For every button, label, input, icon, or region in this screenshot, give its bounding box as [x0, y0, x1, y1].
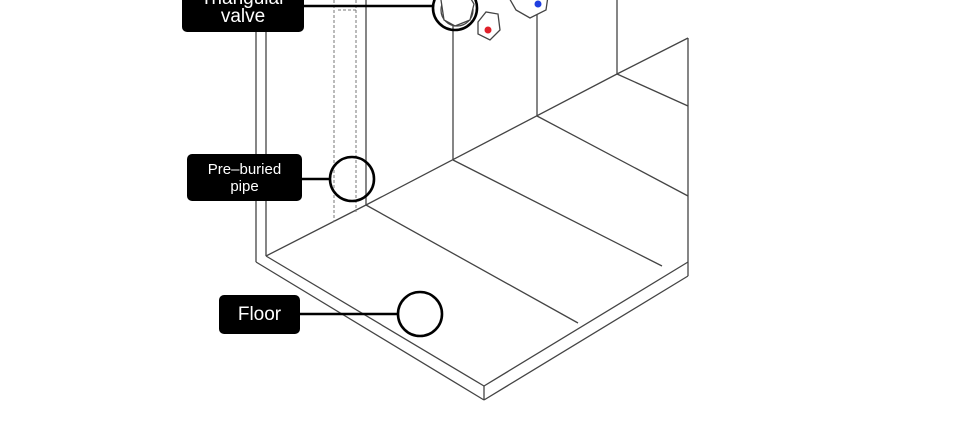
triangular-valve-label-line1: Triangular [201, 0, 286, 8]
floor-label-text: Floor [237, 303, 282, 325]
pre-buried-pipe-label: Pre–buried pipe [187, 154, 302, 201]
valve-marker-ring [431, 0, 479, 32]
cold-water-marker [534, 0, 542, 8]
triangular-valve-label: Triangular valve [182, 0, 304, 32]
hot-water-marker [484, 26, 492, 34]
pre-buried-pipe-label-line2: pipe [230, 177, 259, 195]
pre-buried-pipe-label-line1: Pre–buried [207, 160, 282, 178]
pre-buried-pipe [333, 0, 357, 222]
triangular-valve-label-line2: valve [220, 6, 266, 27]
valve-fixture [440, 0, 549, 41]
pipe-marker-ring [328, 155, 376, 203]
room-outline [255, 0, 689, 401]
callout-rings [328, 0, 479, 338]
floor-marker-ring [396, 290, 444, 338]
callout-leaders [300, 4, 433, 316]
floor-label: Floor [219, 295, 300, 334]
